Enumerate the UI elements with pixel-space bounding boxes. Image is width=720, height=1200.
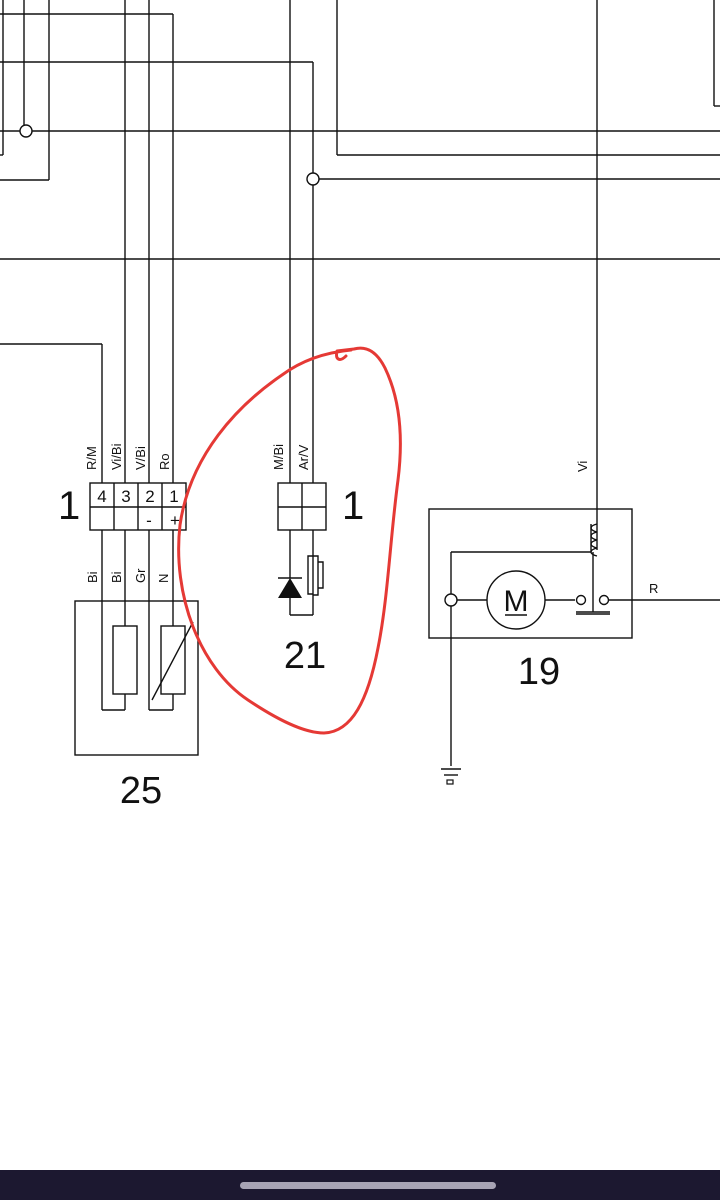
harness-wires — [0, 0, 720, 524]
component-19: Vi M R 19 — [428, 461, 720, 766]
pin-number-4: 4 — [97, 487, 106, 506]
wire-label-vi: Vi — [575, 461, 590, 472]
connector-ref-center: 1 — [342, 484, 364, 528]
component-ref-21: 21 — [284, 635, 326, 677]
wire-label-ro: Ro — [157, 453, 172, 470]
wire-label-arv: Ar/V — [296, 444, 311, 470]
junction-dot — [306, 172, 320, 186]
wire-label-n: N — [156, 574, 171, 583]
connector-left: R/M Vi/Bi V/Bi Ro 4 3 2 1 - + 1 — [58, 443, 187, 531]
component-ref-19: 19 — [518, 651, 560, 693]
component-25: Bi Bi Gr N 25 — [74, 530, 199, 812]
junction-dot — [19, 124, 33, 138]
pin-number-1: 1 — [169, 487, 178, 506]
wire-label-bi-2: Bi — [109, 571, 124, 583]
relay-contact-dot — [575, 594, 587, 606]
wire-label-bi-1: Bi — [85, 571, 100, 583]
relay-coil-icon — [451, 523, 598, 557]
pin-number-2: 2 — [145, 487, 154, 506]
pin-number-3: 3 — [121, 487, 130, 506]
relay-contact-dot — [598, 594, 610, 606]
component-21: 21 — [278, 530, 326, 677]
wire-label-gr: Gr — [133, 568, 148, 583]
wire-label-rm: R/M — [84, 446, 99, 470]
polarity-minus: - — [146, 511, 152, 530]
component-ref-25: 25 — [120, 770, 162, 812]
motor-symbol: M — [504, 585, 529, 618]
connector-ref-left: 1 — [58, 484, 80, 528]
wire-label-mbi: M/Bi — [271, 444, 286, 470]
home-gesture-handle[interactable] — [240, 1182, 496, 1189]
component-25-housing — [74, 600, 199, 756]
component-19-housing — [428, 508, 633, 639]
heater-element-icon — [307, 530, 324, 615]
resistor-icon — [112, 625, 138, 695]
red-annotation-circle — [177, 346, 402, 735]
wiring-diagram: R/M Vi/Bi V/Bi Ro 4 3 2 1 - + 1 Bi Bi Gr… — [0, 0, 720, 812]
wire-label-vbi: V/Bi — [133, 446, 148, 470]
diode-icon — [278, 578, 302, 598]
terminal-dot — [444, 593, 458, 607]
wire-label-r: R — [649, 581, 658, 596]
wire-label-vibi: Vi/Bi — [109, 443, 124, 470]
ground-icon — [441, 768, 461, 785]
polarity-plus: + — [170, 511, 180, 530]
connector-center: M/Bi Ar/V 1 — [271, 444, 364, 531]
